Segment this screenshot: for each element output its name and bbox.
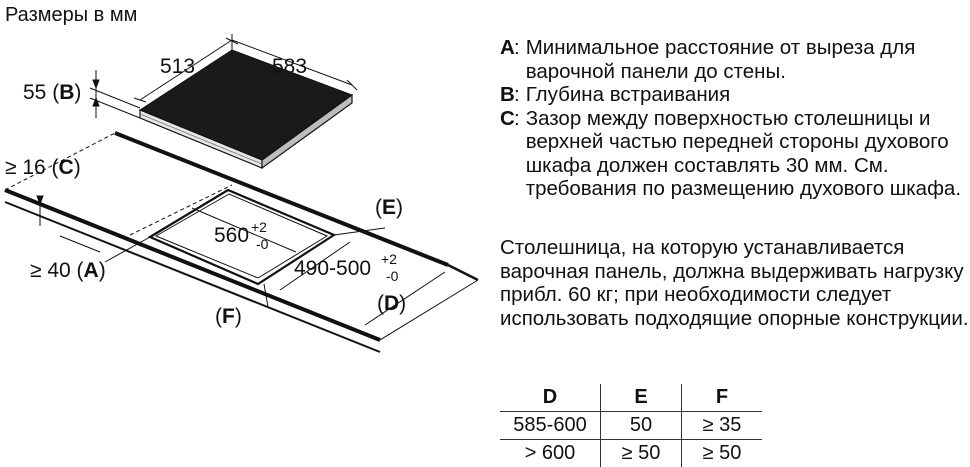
- hob-right-side: [261, 93, 353, 170]
- legend-item-b: B: Глубина встраивания: [500, 83, 731, 106]
- width-dimension-label: 583: [272, 55, 307, 78]
- label-e: (E): [375, 196, 403, 219]
- table-cell: 585-600: [500, 411, 601, 440]
- distance-a-label: ≥ 40 (A): [30, 259, 106, 282]
- gap-c-label: ≥ 16 (C): [5, 156, 81, 179]
- cutout-depth-tolerance-minus: -0: [386, 268, 399, 284]
- countertop-slab: [4, 131, 479, 353]
- legend-key-c: C: [500, 106, 515, 130]
- hob-dimension-lines: [133, 34, 358, 103]
- table-cell: 50: [600, 411, 682, 440]
- table-header-d: D: [542, 386, 558, 408]
- cutout-dimension-lines: [59, 207, 446, 326]
- dimension-table: D E F 585-600 50 ≥ 35 > 600 ≥ 50 ≥ 50: [500, 384, 762, 467]
- cutout-depth-tolerance-plus: +2: [381, 251, 397, 267]
- depth-dimension-label: 513: [160, 55, 195, 78]
- hob-illustration: [138, 49, 354, 170]
- height-b-label: 55 (B): [23, 81, 81, 104]
- legend-item-a: A: Минимальное расстояние от выреза для …: [500, 36, 970, 83]
- legend-key-a: A: [500, 36, 515, 59]
- page-title: Размеры в мм: [5, 4, 138, 26]
- gap-dimension: [36, 195, 44, 226]
- table-row: > 600 ≥ 50 ≥ 50: [500, 439, 762, 467]
- cutout-width-tolerance-plus: +2: [251, 219, 267, 235]
- table-cell: ≥ 35: [681, 411, 762, 440]
- legend-item-c: C: Зазор между поверхностью столешницы и…: [500, 107, 970, 201]
- installation-diagram: 513 583 55 (B) ≥ 16 (C) ≥ 40 (A) 560 +2 …: [4, 34, 479, 353]
- table-cell: ≥ 50: [600, 439, 682, 467]
- label-d: (D): [377, 292, 406, 315]
- height-dimension: [89, 70, 141, 119]
- legend-list: A: Минимальное расстояние от выреза для …: [500, 36, 970, 201]
- table-header-f: F: [681, 384, 762, 412]
- legend-text-b: Глубина встраивания: [525, 83, 731, 106]
- cutout-depth-label: 490-500: [294, 257, 371, 280]
- table-header-row: D E F: [500, 384, 762, 412]
- table-header-e: E: [600, 384, 682, 412]
- legend-text-c: Зазор между поверхностью столешницы и ве…: [525, 106, 962, 201]
- cutout-width-label: 560: [214, 224, 249, 247]
- legend-text-a: Минимальное расстояние от выреза для вар…: [525, 36, 916, 83]
- table-cell: > 600: [500, 439, 601, 467]
- cutout-width-tolerance-minus: -0: [256, 236, 269, 252]
- label-f: (F): [215, 305, 242, 328]
- table-row: 585-600 50 ≥ 35: [500, 411, 762, 440]
- table-cell: ≥ 50: [681, 439, 762, 467]
- load-note: Столешница, на которую устанавливается в…: [500, 236, 969, 330]
- legend-key-b: B: [500, 83, 515, 106]
